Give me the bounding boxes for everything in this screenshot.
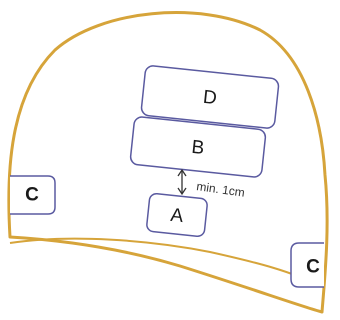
- zone-d-box: [140, 65, 280, 129]
- brim-fold-line: [9, 237, 319, 287]
- zone-c-right-box: [290, 242, 324, 288]
- zone-a-label: A: [169, 205, 184, 227]
- zone-c-right-label: C: [306, 257, 320, 278]
- zone-c-left: C: [10, 175, 56, 215]
- spacing-label: min. 1cm: [196, 179, 246, 200]
- zone-a-box: [146, 193, 208, 237]
- spacing-arrow-head-down: [177, 187, 187, 196]
- zone-b-label: B: [190, 137, 205, 159]
- zone-b-box: [129, 116, 267, 178]
- spacing-indicator: min. 1cm: [177, 168, 246, 200]
- zone-d: D: [140, 65, 280, 129]
- zone-c-left-box: [10, 175, 56, 215]
- zone-d-label: D: [202, 87, 218, 109]
- zone-a: A: [146, 193, 208, 237]
- spacing-arrow-head-up: [177, 168, 187, 177]
- zone-b: B: [129, 116, 267, 178]
- zone-c-right: C: [290, 242, 324, 288]
- zone-c-left-label: C: [25, 185, 39, 206]
